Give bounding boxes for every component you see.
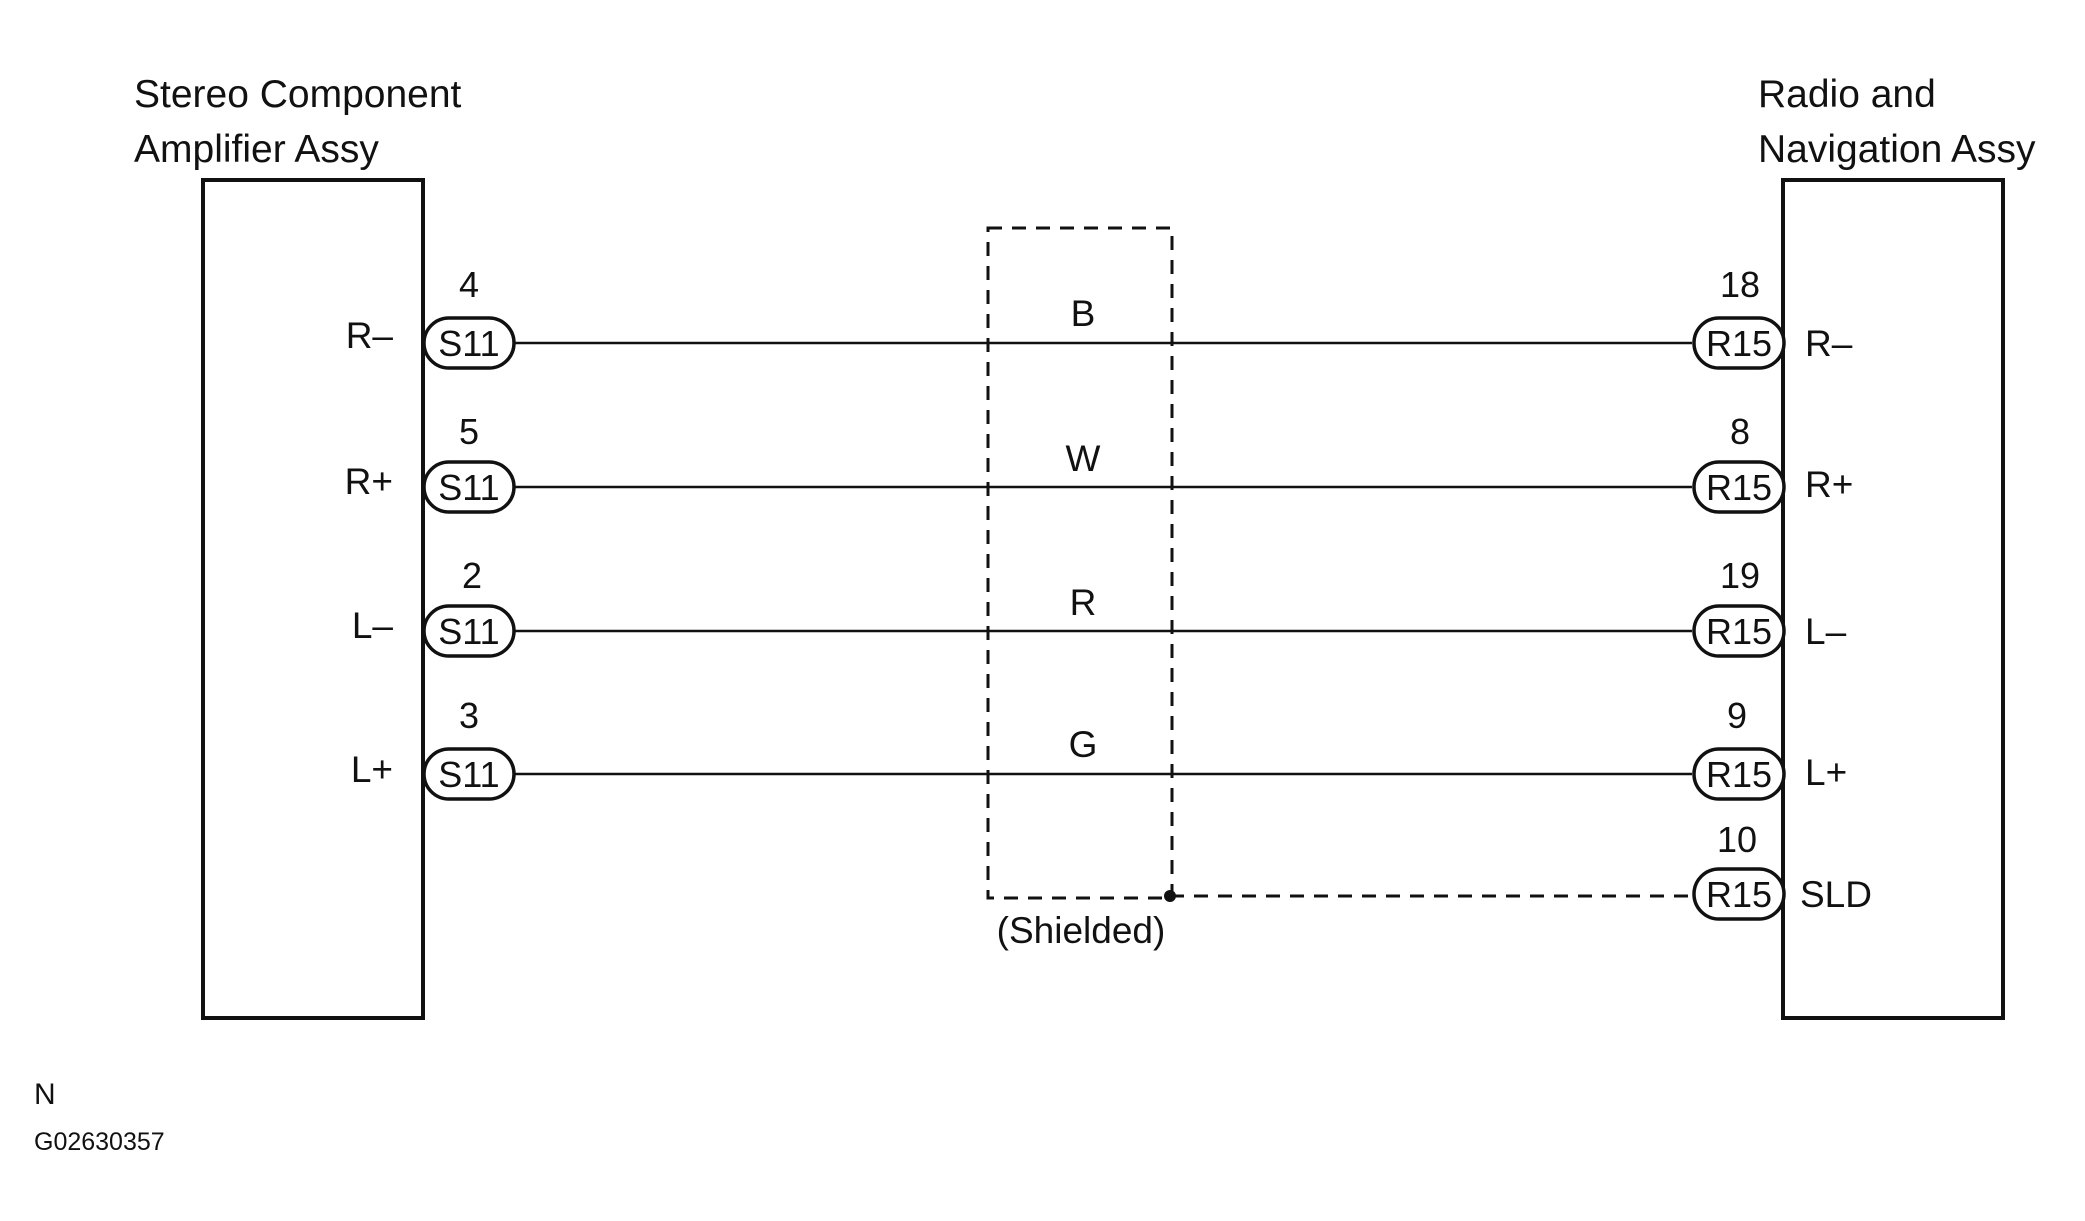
- left-connector-label: S11: [438, 323, 499, 364]
- left-connector-badge: [422, 747, 516, 801]
- wire-color-label: R: [1070, 582, 1097, 623]
- right-pin-signal: L+: [1805, 752, 1847, 793]
- right-connector-badge: [1692, 747, 1786, 801]
- left-connector-badge: [422, 604, 516, 658]
- left-pin-signal: R+: [345, 461, 393, 502]
- left-component-title-line1: Stereo Component: [134, 73, 462, 116]
- right-component-title-line1: Radio and: [1758, 73, 1936, 116]
- wire-color-label: W: [1066, 438, 1101, 479]
- right-connector-badge: [1692, 460, 1786, 514]
- left-pin-number: 2: [462, 555, 482, 596]
- left-connector-badge: [422, 460, 516, 514]
- left-component-title-line2: Amplifier Assy: [134, 128, 379, 171]
- wire-color-label: G: [1069, 724, 1098, 765]
- right-connector-badge: [1692, 316, 1786, 370]
- footer-note: N: [34, 1078, 56, 1111]
- shield-outline: [986, 226, 1174, 900]
- right-pin-signal: L–: [1805, 611, 1847, 652]
- left-pin-signal: L+: [351, 749, 393, 790]
- right-pin-signal: R–: [1805, 323, 1853, 364]
- left-component-box: [201, 178, 425, 1020]
- left-connector-badge: [422, 316, 516, 370]
- right-pin-number: 9: [1727, 695, 1747, 736]
- right-connector-label: R15: [1706, 754, 1772, 795]
- right-connector-badge: [1692, 604, 1786, 658]
- left-connector-label: S11: [438, 611, 499, 652]
- left-connector-label: S11: [438, 467, 499, 508]
- shield-junction-dot: [1164, 890, 1176, 902]
- left-pin-number: 5: [459, 411, 479, 452]
- right-connector-label: R15: [1706, 467, 1772, 508]
- wire-color-label: B: [1071, 293, 1096, 334]
- left-connector-label: S11: [438, 754, 499, 795]
- right-connector-label: R15: [1706, 874, 1772, 915]
- left-pin-number: 4: [459, 264, 479, 305]
- left-pin-number: 3: [459, 695, 479, 736]
- right-pin-signal: SLD: [1800, 874, 1872, 915]
- right-connector-label: R15: [1706, 611, 1772, 652]
- right-pin-signal: R+: [1805, 464, 1853, 505]
- right-pin-number: 8: [1730, 411, 1750, 452]
- right-pin-number: 10: [1717, 819, 1757, 860]
- figure-id: G02630357: [34, 1128, 165, 1156]
- left-pin-signal: L–: [352, 605, 394, 646]
- right-component-box: [1781, 178, 2005, 1020]
- shield-label: (Shielded): [997, 910, 1166, 951]
- right-pin-number: 18: [1720, 264, 1760, 305]
- right-pin-number: 19: [1720, 555, 1760, 596]
- left-pin-signal: R–: [346, 315, 394, 356]
- right-connector-badge: [1692, 867, 1786, 921]
- right-connector-label: R15: [1706, 323, 1772, 364]
- right-component-title-line2: Navigation Assy: [1758, 128, 2036, 171]
